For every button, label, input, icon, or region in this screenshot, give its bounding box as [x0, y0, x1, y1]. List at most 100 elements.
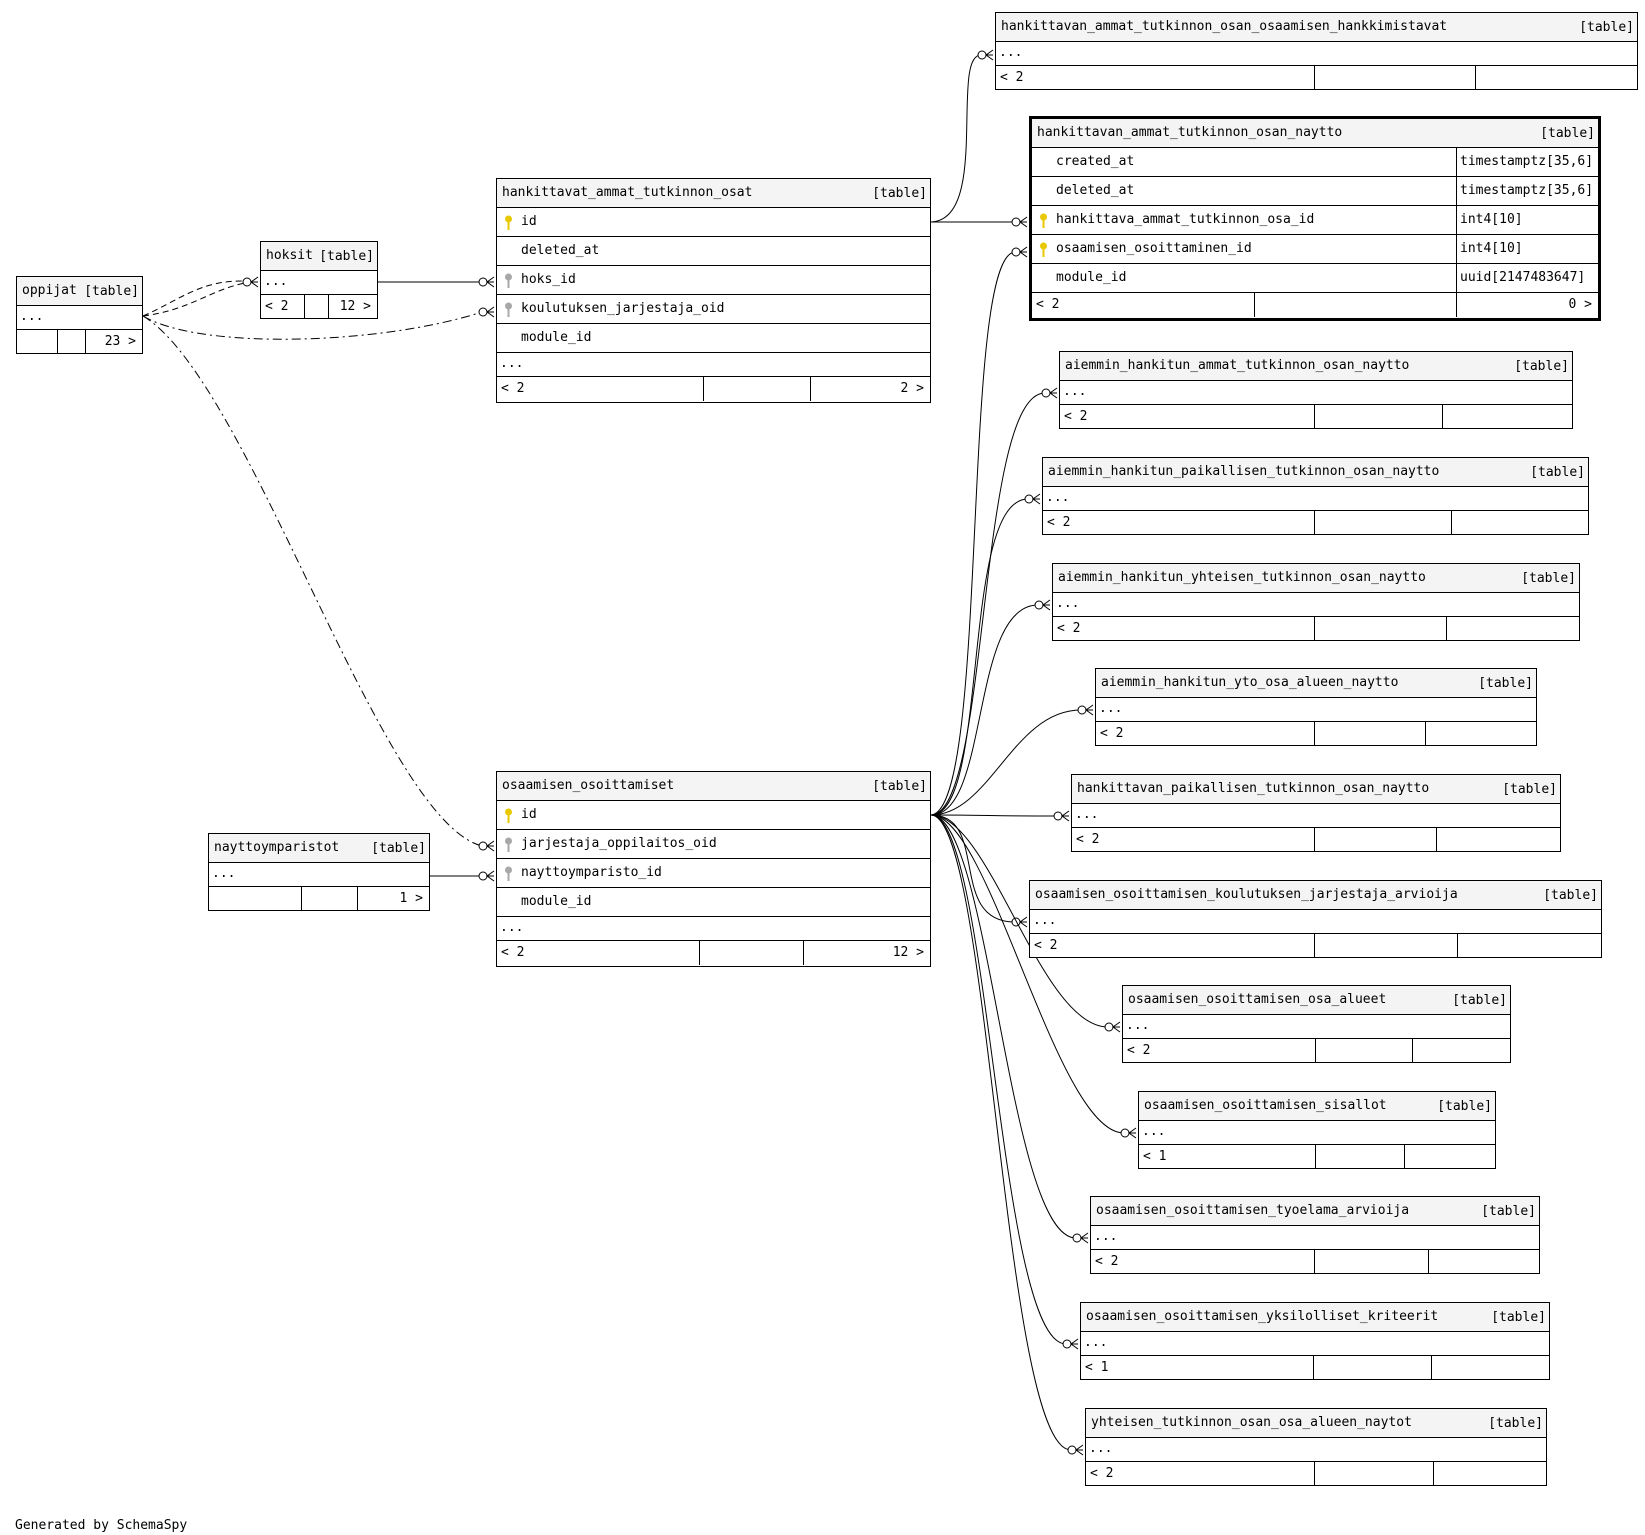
- table-oo-osa-alueet[interactable]: osaamisen_osoittamisen_osa_alueet [table…: [1122, 985, 1511, 1063]
- edge-oo-oo-osa-alueet-optional-marker: [1104, 1022, 1114, 1032]
- edge-oo-yht-naytot-many-marker: [1075, 1444, 1084, 1456]
- column-type: timestamptz[35,6]: [1456, 177, 1593, 205]
- table-header: osaamisen_osoittamisen_koulutuksen_jarje…: [1030, 881, 1601, 910]
- table-aiemmin-paik[interactable]: aiemmin_hankitun_paikallisen_tutkinnon_o…: [1042, 457, 1589, 535]
- parent-count[interactable]: < 2: [1057, 621, 1081, 636]
- edge-oo-oo-sisallot: [930, 814, 1125, 1134]
- edge-oo-oo-sisallot-optional-marker: [1120, 1128, 1130, 1138]
- table-oo-arvioija[interactable]: osaamisen_osoittamisen_koulutuksen_jarje…: [1029, 880, 1602, 958]
- table-footer: < 1: [1081, 1356, 1549, 1380]
- table-name: aiemmin_hankitun_yhteisen_tutkinnon_osan…: [1058, 570, 1426, 585]
- edge-hatos-hankkimistavat: [930, 54, 982, 223]
- table-nayttoymparistot[interactable]: nayttoymparistot [table] ... 1 >: [208, 833, 430, 911]
- table-header: hankittavan_ammat_tutkinnon_osan_osaamis…: [996, 13, 1637, 42]
- column-row: osaamisen_osoittaminen_id int4[10]: [1032, 235, 1598, 264]
- table-osaamisen-osoittamiset[interactable]: osaamisen_osoittamiset [table] id jarjes…: [496, 771, 931, 967]
- child-count[interactable]: 12 >: [339, 299, 371, 314]
- table-oppijat[interactable]: oppijat [table] ... 23 >: [16, 276, 143, 354]
- edge-hatos-hankkimistavat-many-marker: [985, 49, 994, 61]
- column-row: koulutuksen_jarjestaja_oid: [497, 295, 930, 324]
- parent-count[interactable]: < 2: [1034, 938, 1058, 953]
- table-header: osaamisen_osoittamisen_tyoelama_arvioija…: [1091, 1197, 1539, 1226]
- child-count[interactable]: 23 >: [104, 334, 136, 349]
- edge-oo-oo-arvioija-many-marker: [1019, 916, 1028, 928]
- parent-count[interactable]: < 2: [501, 381, 525, 396]
- table-hank-paik[interactable]: hankittavan_paikallisen_tutkinnon_osan_n…: [1071, 774, 1561, 852]
- more-columns: ...: [996, 42, 1637, 66]
- table-kind: [table]: [84, 284, 139, 299]
- edge-oo-aiemmin-paik: [930, 498, 1029, 816]
- parent-count[interactable]: < 2: [1036, 297, 1060, 312]
- parent-count[interactable]: < 2: [1127, 1043, 1151, 1058]
- column-name: module_id: [521, 330, 592, 345]
- parent-count[interactable]: < 2: [1000, 70, 1024, 85]
- table-footer: < 2: [1123, 1039, 1510, 1063]
- child-count[interactable]: 12 >: [892, 945, 924, 960]
- edge-hatos-hankkimistavat-optional-marker: [977, 50, 987, 60]
- table-footer: < 2 0 >: [1032, 293, 1598, 317]
- parent-count[interactable]: < 2: [501, 945, 525, 960]
- more-columns: ...: [1123, 1015, 1510, 1039]
- table-header: hoksit [table]: [261, 242, 377, 271]
- table-oo-tyoelama[interactable]: osaamisen_osoittamisen_tyoelama_arvioija…: [1090, 1196, 1540, 1274]
- edge-oppijat-hoksit: [142, 280, 246, 317]
- parent-count[interactable]: < 2: [265, 299, 289, 314]
- parent-count[interactable]: < 2: [1090, 1466, 1114, 1481]
- child-count[interactable]: 2 >: [900, 381, 924, 396]
- parent-count[interactable]: < 2: [1100, 726, 1124, 741]
- primary-key-icon: [504, 807, 513, 823]
- column-name: koulutuksen_jarjestaja_oid: [521, 301, 725, 316]
- column-name: osaamisen_osoittaminen_id: [1056, 241, 1252, 256]
- table-kind: [table]: [1478, 676, 1533, 691]
- table-footer: < 2: [1060, 405, 1572, 429]
- column-type: int4[10]: [1456, 206, 1523, 234]
- table-name: yhteisen_tutkinnon_osan_osa_alueen_nayto…: [1091, 1415, 1412, 1430]
- edge-oo-aiemmin-ammat-optional-marker: [1041, 388, 1051, 398]
- table-kind: [table]: [1437, 1099, 1492, 1114]
- table-aiemmin-yto[interactable]: aiemmin_hankitun_yto_osa_alueen_naytto […: [1095, 668, 1537, 746]
- table-header: hankittavan_paikallisen_tutkinnon_osan_n…: [1072, 775, 1560, 804]
- table-kind: [table]: [1502, 782, 1557, 797]
- edge-oppijat-hatos-optional-marker: [478, 307, 488, 317]
- foreign-key-icon: [504, 301, 513, 317]
- table-name: hankittavan_ammat_tutkinnon_osan_osaamis…: [1001, 19, 1448, 34]
- parent-count[interactable]: < 2: [1095, 1254, 1119, 1269]
- table-oo-sisallot[interactable]: osaamisen_osoittamisen_sisallot [table] …: [1138, 1091, 1496, 1169]
- edge-oo-aiemmin-paik-many-marker: [1032, 493, 1041, 505]
- table-aiemmin-yht[interactable]: aiemmin_hankitun_yhteisen_tutkinnon_osan…: [1052, 563, 1580, 641]
- parent-count[interactable]: < 1: [1085, 1360, 1109, 1375]
- column-row: nayttoymparisto_id: [497, 859, 930, 888]
- parent-count[interactable]: < 2: [1076, 832, 1100, 847]
- table-footer: 1 >: [209, 887, 429, 911]
- foreign-key-icon: [504, 836, 513, 852]
- table-footer: < 2: [996, 66, 1637, 90]
- primary-key-icon: [504, 214, 513, 230]
- table-hoksit[interactable]: hoksit [table] ... < 2 12 >: [260, 241, 378, 319]
- table-hankittavat-ammat-tutkinnon-osat[interactable]: hankittavat_ammat_tutkinnon_osat [table]…: [496, 178, 931, 403]
- edge-oo-oo-tyoelama: [930, 814, 1077, 1239]
- table-header: osaamisen_osoittamiset [table]: [497, 772, 930, 801]
- edge-oppijat-hoksit-many-marker: [250, 276, 259, 288]
- column-name: deleted_at: [521, 243, 600, 258]
- column-name: deleted_at: [1056, 183, 1135, 198]
- table-header: yhteisen_tutkinnon_osan_osa_alueen_nayto…: [1086, 1409, 1546, 1438]
- edge-oo-aiemmin-ammat-many-marker: [1049, 387, 1058, 399]
- edge-oo-aiemmin-yto: [930, 709, 1082, 816]
- table-hankittavan-ammat-tutkinnon-osan-naytto[interactable]: hankittavan_ammat_tutkinnon_osan_naytto …: [1029, 116, 1601, 321]
- child-count[interactable]: 1 >: [399, 891, 423, 906]
- edge-oo-oo-osa-alueet: [930, 814, 1109, 1028]
- foreign-key-icon: [504, 272, 513, 288]
- table-aiemmin-ammat[interactable]: aiemmin_hankitun_ammat_tutkinnon_osan_na…: [1059, 351, 1573, 429]
- parent-count[interactable]: < 1: [1143, 1149, 1167, 1164]
- parent-count[interactable]: < 2: [1047, 515, 1071, 530]
- edge-oo-focus: [930, 251, 1016, 816]
- edge-oo-aiemmin-yht-many-marker: [1042, 599, 1051, 611]
- column-type: int4[10]: [1456, 235, 1523, 263]
- parent-count[interactable]: < 2: [1064, 409, 1088, 424]
- table-oo-kriteerit[interactable]: osaamisen_osoittamisen_yksilolliset_krit…: [1080, 1302, 1550, 1380]
- table-yht-naytot[interactable]: yhteisen_tutkinnon_osan_osa_alueen_nayto…: [1085, 1408, 1547, 1486]
- table-name: hankittavan_ammat_tutkinnon_osan_naytto: [1037, 125, 1343, 140]
- table-name: osaamisen_osoittamisen_osa_alueet: [1128, 992, 1387, 1007]
- child-count[interactable]: 0 >: [1568, 297, 1592, 312]
- table-hank-tapa[interactable]: hankittavan_ammat_tutkinnon_osan_osaamis…: [995, 12, 1638, 90]
